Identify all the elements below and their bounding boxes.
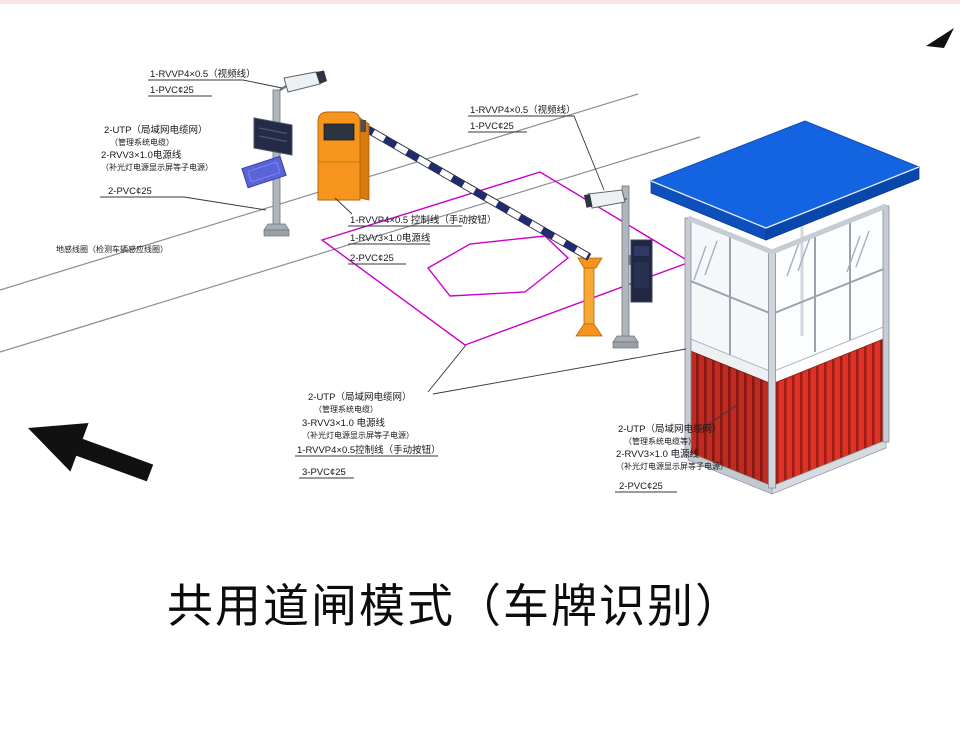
label-island-line4: （补光灯电源显示屏等子电源） bbox=[302, 430, 414, 440]
label-ground-loop: 地感线圈（检测车辆感应线圈） bbox=[56, 244, 168, 254]
arm-rest-pedestal bbox=[575, 257, 603, 337]
label-island-line3: 3-RVV3×1.0 电源线 bbox=[302, 417, 385, 429]
label-booth-line1: 2-UTP（局域网电缆网） bbox=[618, 423, 721, 435]
label-booth-line3: 2-RVV3×1.0 电源线 bbox=[616, 448, 699, 460]
road-edge-line-lower bbox=[0, 136, 701, 353]
label-cluster-camera2-video: 1-RVVP4×0.5（视频线） 1-PVC¢25 bbox=[470, 104, 576, 132]
leader-lines bbox=[100, 79, 738, 493]
camera-pole-1 bbox=[241, 70, 327, 237]
controller-bracket bbox=[628, 255, 632, 265]
pole1-base-plate bbox=[263, 229, 290, 237]
pole2-base-plate bbox=[612, 341, 639, 349]
direction-arrow-icon bbox=[28, 423, 154, 482]
led-text-line-1 bbox=[258, 127, 288, 135]
label-cam1-aux-line1: 2-UTP（局域网电缆网） bbox=[104, 124, 207, 136]
diagram-title: 共用道闸模式（车牌识别） bbox=[167, 580, 743, 632]
label-cluster-booth-cables: 2-UTP（局域网电缆网） （管理系统电缆等） 2-RVV3×1.0 电源线 （… bbox=[616, 423, 728, 492]
label-barrier-line3: 2-PVC¢25 bbox=[350, 253, 394, 264]
label-cam1-aux-line4: （补光灯电源显示屏等子电源） bbox=[101, 162, 213, 172]
booth-red-wall-left-shade bbox=[688, 350, 772, 486]
label-cam1-aux-line5: 2-PVC¢25 bbox=[108, 186, 152, 197]
booth-top-rails bbox=[687, 203, 887, 255]
pole2-mast bbox=[621, 185, 630, 345]
cabinet-panel bbox=[323, 123, 355, 141]
glass-reflection-marks bbox=[693, 230, 870, 281]
label-cluster-barrier-cables: 1-RVVP4×0.5 控制线（手动按钮） 1-RVV3×1.0电源线 2-PV… bbox=[350, 214, 496, 264]
label-booth-line5: 2-PVC¢25 bbox=[619, 481, 663, 492]
label-island-line2: （管理系统电缆） bbox=[314, 404, 378, 414]
barrier-gate-cabinet bbox=[317, 111, 370, 201]
north-arrow-icon bbox=[926, 28, 954, 48]
pole2-base-cone bbox=[612, 335, 639, 343]
label-island-line1: 2-UTP（局域网电缆网） bbox=[308, 391, 411, 403]
lpr-camera-1-icon bbox=[283, 71, 321, 93]
camera2-lens bbox=[584, 194, 593, 208]
top-border-strip bbox=[0, 0, 960, 4]
camera1-lens bbox=[316, 70, 327, 84]
label-barrier-line1: 1-RVVP4×0.5 控制线（手动按钮） bbox=[350, 214, 496, 226]
label-cam1-video-line1: 1-RVVP4×0.5（视频线） bbox=[150, 68, 256, 80]
fill-light-icon bbox=[241, 155, 287, 189]
label-cam2-video-line2: 1-PVC¢25 bbox=[470, 121, 514, 132]
booth-window-mullions bbox=[687, 221, 887, 355]
led-text-line-2 bbox=[258, 135, 288, 143]
label-cam2-video-line1: 1-RVVP4×0.5（视频线） bbox=[470, 104, 576, 116]
label-booth-line4: （补光灯电源显示屏等子电源） bbox=[616, 461, 728, 471]
pole1-base-cone bbox=[263, 223, 290, 231]
label-island-line5: 1-RVVP4×0.5控制线（手动按钮） bbox=[297, 444, 441, 456]
ground-loop-coil bbox=[426, 235, 570, 297]
label-cluster-camera1-aux: 2-UTP（局域网电缆网） （管理系统电缆） 2-RVV3×1.0电源线 （补光… bbox=[101, 124, 213, 197]
controller-box-door bbox=[634, 262, 649, 288]
label-cluster-island-cables: 2-UTP（局域网电缆网） （管理系统电缆） 3-RVV3×1.0 电源线 （补… bbox=[297, 391, 441, 478]
led-display-screen bbox=[253, 117, 293, 156]
controller-box-window bbox=[634, 246, 649, 256]
booth-base-right bbox=[771, 439, 887, 495]
label-cam1-aux-line3: 2-RVV3×1.0电源线 bbox=[101, 149, 182, 161]
lpr-camera-2-icon bbox=[587, 189, 626, 209]
label-cluster-camera1-video: 1-RVVP4×0.5（视频线） 1-PVC¢25 bbox=[150, 68, 256, 96]
label-barrier-line2: 1-RVV3×1.0电源线 bbox=[350, 232, 431, 244]
camera-pole-2 bbox=[584, 185, 653, 349]
label-cam1-video-line2: 1-PVC¢25 bbox=[150, 85, 194, 96]
label-booth-line2: （管理系统电缆等） bbox=[624, 436, 696, 446]
label-island-line6: 3-PVC¢25 bbox=[302, 467, 346, 478]
roof-edge-highlight bbox=[650, 166, 920, 229]
guard-booth bbox=[649, 120, 921, 495]
label-cam1-aux-line2: （管理系统电缆） bbox=[110, 137, 174, 147]
